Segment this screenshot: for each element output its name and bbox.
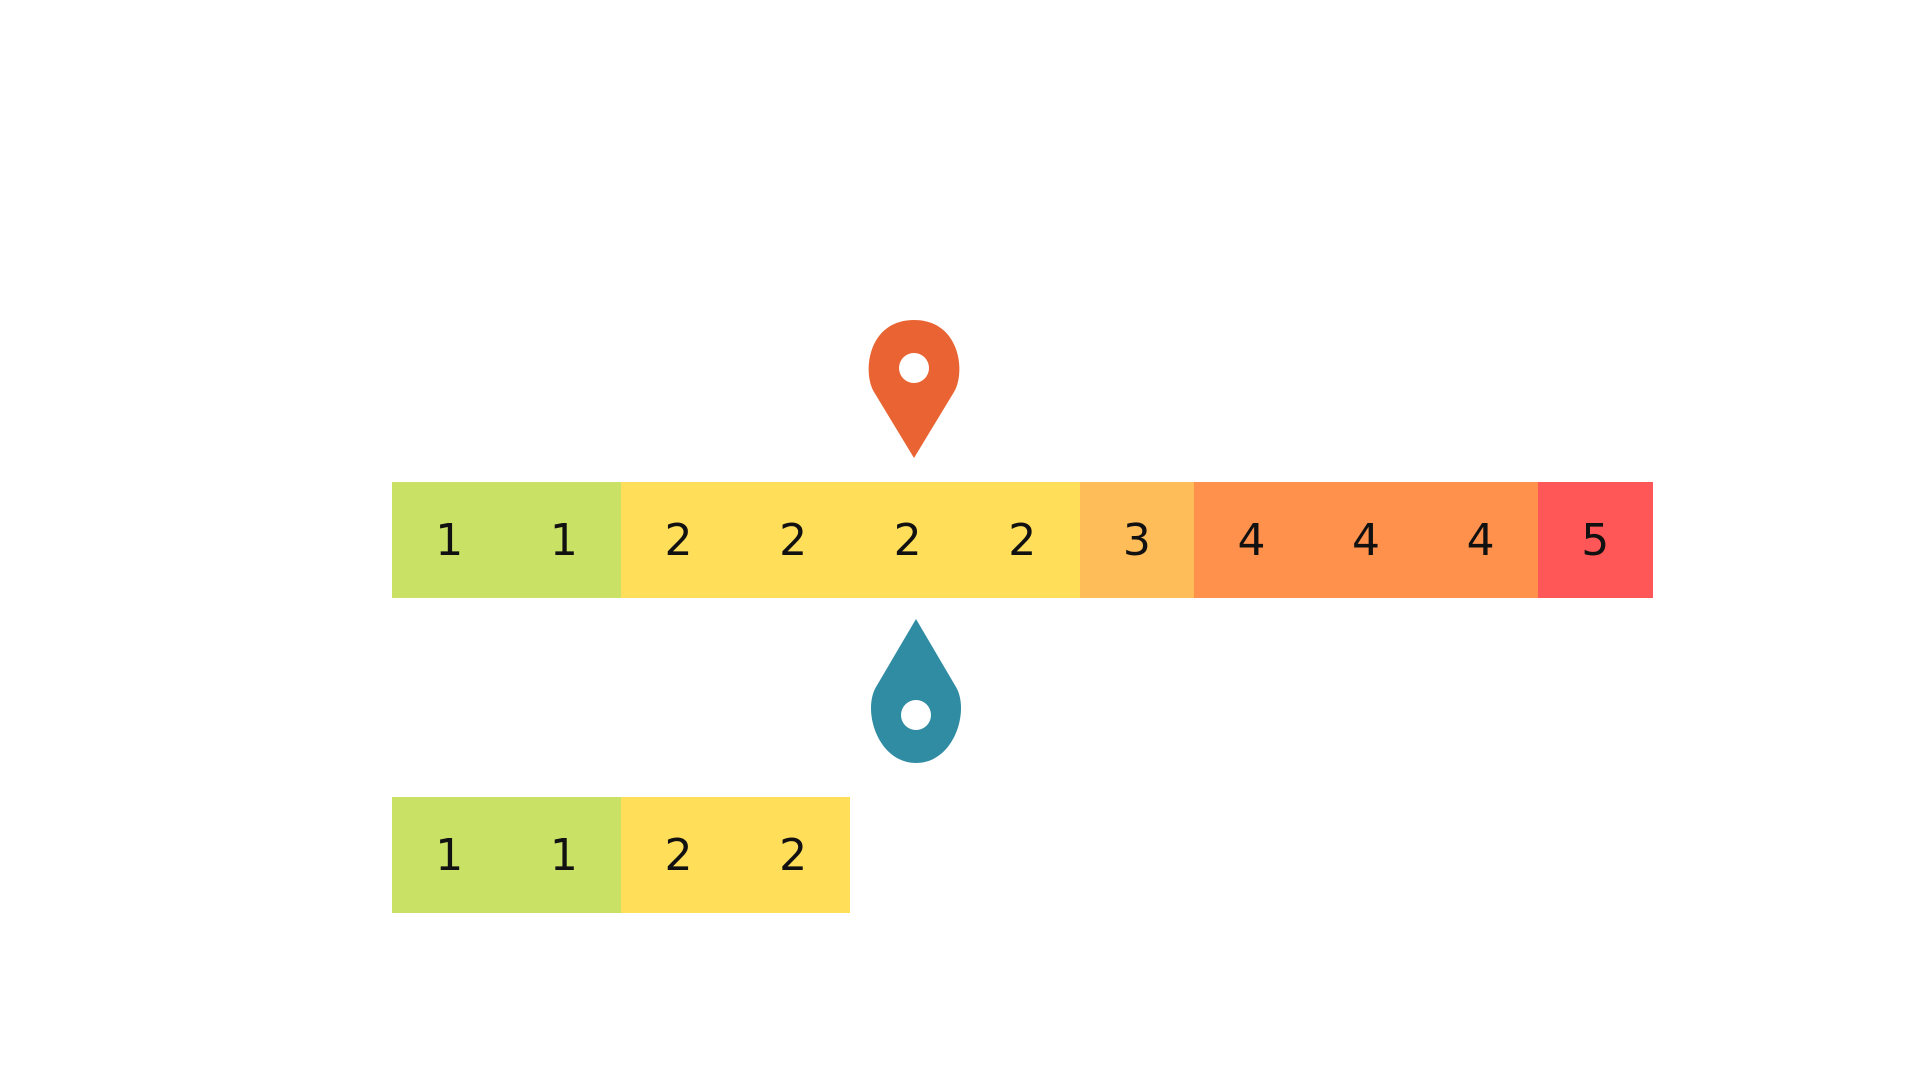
main-array-cell: 1 (392, 482, 507, 598)
main-array-cell: 4 (1423, 482, 1538, 598)
main-array-cell: 5 (1537, 482, 1653, 598)
sub-array: 1 1 2 2 (392, 797, 851, 913)
map-pin-icon (866, 320, 962, 460)
main-array-cell: 4 (1194, 482, 1309, 598)
map-pin-shape (868, 320, 960, 458)
main-array-cell: 4 (1308, 482, 1424, 598)
map-pin-inverted-hole (901, 700, 931, 730)
sub-array-cell: 1 (506, 797, 622, 913)
main-array-cell: 2 (964, 482, 1080, 598)
map-pin-inverted-shape (870, 619, 962, 763)
map-pin-hole (899, 353, 929, 383)
main-array-cell: 2 (850, 482, 965, 598)
sub-array-cell: 2 (621, 797, 736, 913)
sub-array-cell: 2 (735, 797, 851, 913)
main-array-cell: 3 (1079, 482, 1195, 598)
main-array-cell: 2 (735, 482, 851, 598)
main-array-cell: 2 (621, 482, 736, 598)
sub-array-cell: 1 (392, 797, 507, 913)
main-array: 1 1 2 2 2 2 3 4 4 4 5 (392, 482, 1653, 598)
map-pin-inverted-icon (866, 617, 966, 765)
main-array-cell: 1 (506, 482, 622, 598)
